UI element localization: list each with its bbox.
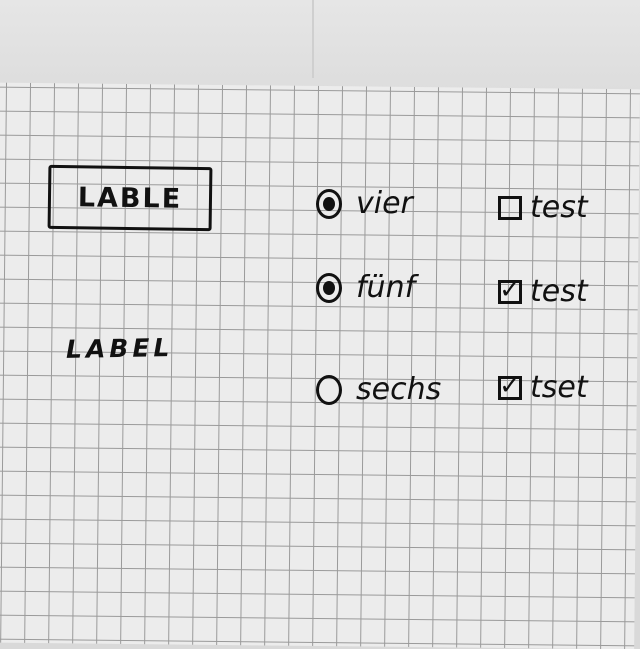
checkmark-icon: ✓ xyxy=(499,274,521,305)
checkbox-label: tset xyxy=(530,370,588,405)
radio-label: vier xyxy=(356,186,413,221)
radio-button-checked-icon[interactable] xyxy=(316,188,342,219)
paper-crease xyxy=(312,0,314,78)
radio-label: sechs xyxy=(356,372,442,407)
radio-option-sechs[interactable]: sechs xyxy=(316,372,441,407)
static-label: LABEL xyxy=(65,333,174,364)
checkbox-checked-icon[interactable]: ✓ xyxy=(498,370,522,401)
radio-option-fuenf[interactable]: fünf xyxy=(316,270,415,305)
lable-button-label: LABLE xyxy=(77,181,183,215)
checkbox-label: test xyxy=(530,190,588,225)
checkbox-unchecked-icon[interactable] xyxy=(498,195,522,220)
radio-button-checked-icon[interactable] xyxy=(316,272,342,303)
radio-button-unchecked-icon[interactable] xyxy=(316,374,342,405)
checkmark-icon: ✓ xyxy=(499,370,521,401)
checkbox-checked-icon[interactable]: ✓ xyxy=(498,274,522,305)
checkbox-option-2[interactable]: ✓ test xyxy=(498,274,588,309)
lable-button[interactable]: LABLE xyxy=(47,164,213,232)
checkbox-option-1[interactable]: test xyxy=(498,190,588,225)
checkbox-option-3[interactable]: ✓ tset xyxy=(498,370,588,405)
radio-option-vier[interactable]: vier xyxy=(316,186,413,221)
radio-label: fünf xyxy=(356,270,416,305)
checkbox-label: test xyxy=(530,274,588,309)
